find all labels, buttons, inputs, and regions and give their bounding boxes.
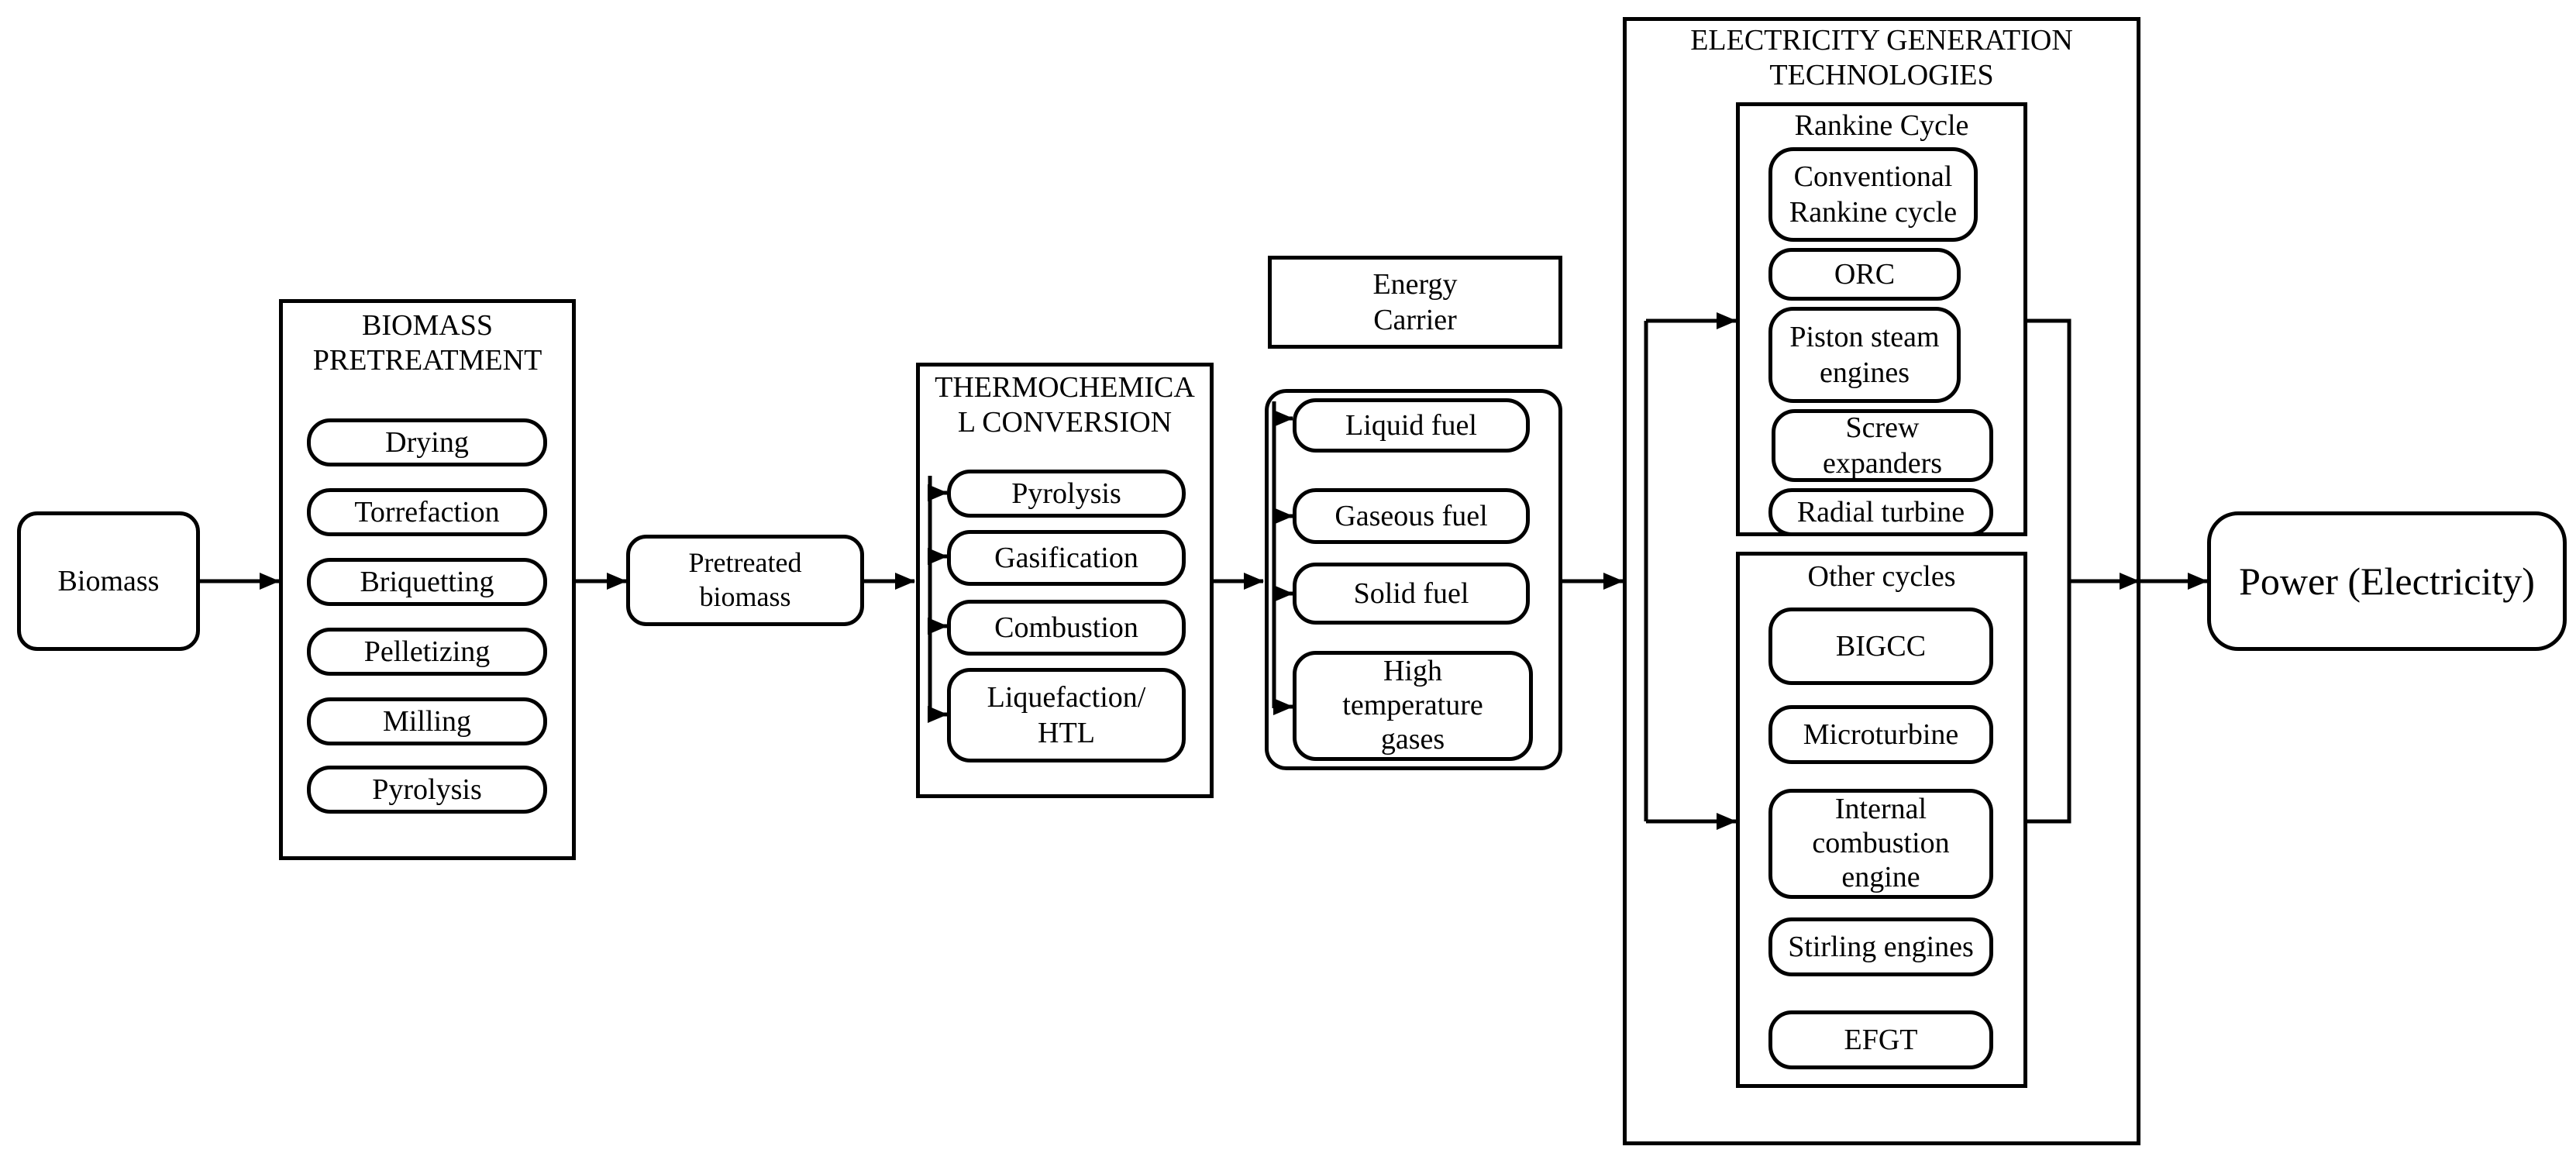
electricity-frame — [1623, 17, 2140, 1145]
energy-carrier-title: Energy Carrier — [1372, 267, 1458, 336]
rankine-item-conventional: Conventional Rankine cycle — [1768, 147, 1978, 242]
pretreatment-item-drying: Drying — [307, 418, 547, 466]
other-cycles-frame — [1736, 552, 2027, 1088]
pretreatment-item-pelletizing: Pelletizing — [307, 628, 547, 676]
other-item-microturbine: Microturbine — [1768, 705, 1993, 764]
rankine-item-piston-steam: Piston steam engines — [1768, 307, 1961, 403]
rankine-item-orc: ORC — [1768, 248, 1961, 301]
electricity-title: ELECTRICITY GENERATION TECHNOLOGIES — [1690, 24, 2073, 91]
energy-carrier-frame — [1265, 389, 1562, 770]
power-label: Power (Electricity) — [2239, 559, 2535, 603]
pretreatment-item-torrefaction: Torrefaction — [307, 488, 547, 536]
carrier-item-solid-fuel: Solid fuel — [1293, 563, 1530, 625]
biomass-node: Biomass — [17, 511, 200, 651]
thermochemical-title: THERMOCHEMICA L CONVERSION — [935, 371, 1195, 439]
other-cycles-title: Other cycles — [1807, 560, 1956, 593]
energy-carrier-title-box: Energy Carrier — [1268, 256, 1562, 349]
pretreatment-title: BIOMASS PRETREATMENT — [312, 309, 542, 377]
other-item-internal-combustion: Internal combustion engine — [1768, 789, 1993, 899]
biomass-label: Biomass — [57, 564, 160, 597]
pretreatment-item-milling: Milling — [307, 697, 547, 745]
pretreatment-frame — [279, 299, 576, 860]
other-item-bigcc: BIGCC — [1768, 608, 1993, 685]
other-item-efgt: EFGT — [1768, 1010, 1993, 1069]
pretreated-biomass-node: Pretreated biomass — [626, 535, 864, 626]
pretreatment-item-briquetting: Briquetting — [307, 558, 547, 606]
thermochemical-item-liquefaction: Liquefaction/ HTL — [947, 668, 1186, 762]
pretreatment-item-pyrolysis: Pyrolysis — [307, 766, 547, 814]
thermochemical-frame — [916, 363, 1214, 798]
carrier-item-high-temperature-gases: High temperature gases — [1293, 651, 1533, 761]
rankine-item-radial-turbine: Radial turbine — [1768, 488, 1993, 536]
power-node: Power (Electricity) — [2207, 511, 2567, 651]
rankine-title: Rankine Cycle — [1794, 109, 1969, 142]
other-item-stirling: Stirling engines — [1768, 917, 1993, 976]
rankine-item-screw-expanders: Screw expanders — [1772, 409, 1993, 482]
thermochemical-item-combustion: Combustion — [947, 600, 1186, 656]
carrier-item-gaseous-fuel: Gaseous fuel — [1293, 488, 1530, 544]
thermochemical-item-gasification: Gasification — [947, 530, 1186, 586]
thermochemical-item-pyrolysis: Pyrolysis — [947, 470, 1186, 518]
carrier-item-liquid-fuel: Liquid fuel — [1293, 398, 1530, 453]
merge-from-rankine — [2027, 318, 2071, 824]
